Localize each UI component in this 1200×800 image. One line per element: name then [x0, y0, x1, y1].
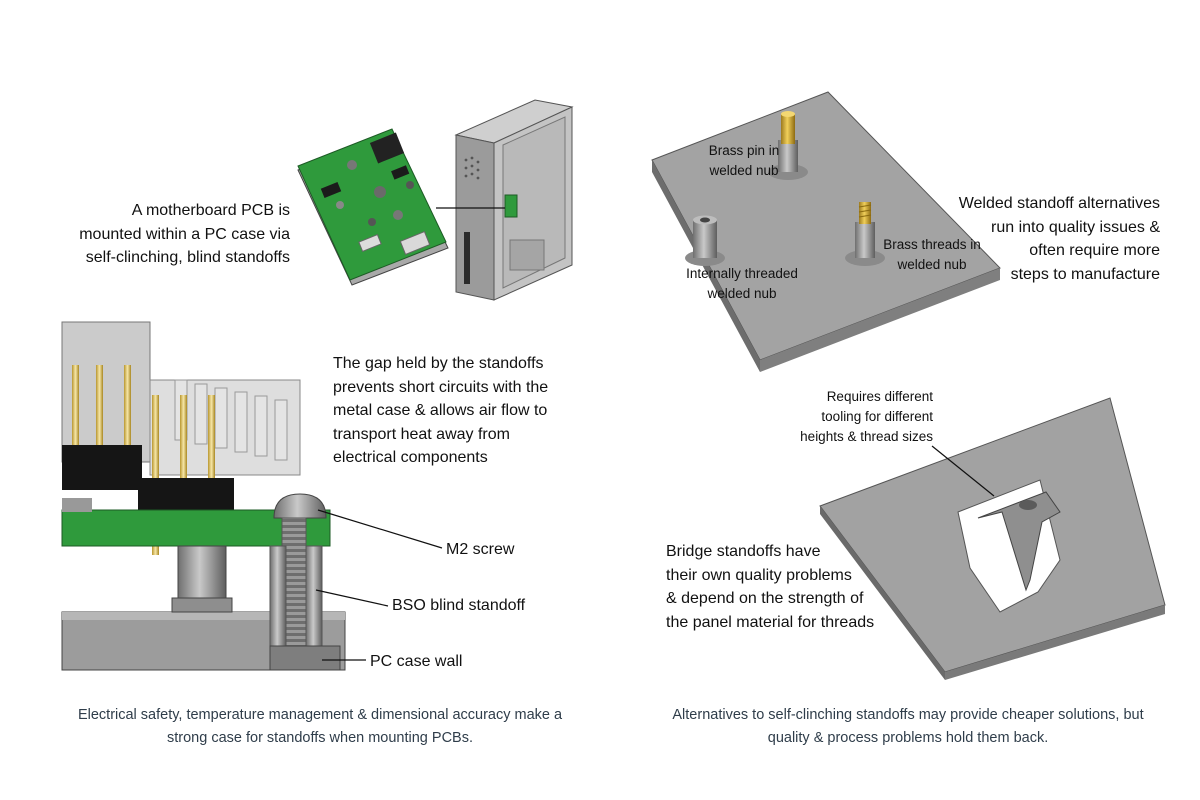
text-line: Bridge standoffs have — [666, 543, 821, 560]
text-line: Brass pin in — [708, 143, 780, 158]
bso-blind-standoff-label: BSO blind standoff — [392, 597, 526, 614]
standoff-gap-label: The gap held by the standoffs prevents s… — [333, 352, 573, 470]
text-line: welded nub — [897, 257, 967, 272]
pc-case-wall-label: PC case wall — [370, 653, 463, 670]
text-line: transport heat away from — [333, 425, 510, 443]
text-line: often require more — [1029, 242, 1160, 259]
text-line: prevents short circuits with the — [333, 378, 549, 396]
text-line: Welded standoff alternatives — [958, 195, 1160, 212]
welded-standoff-note: Welded standoff alternatives run into qu… — [935, 192, 1160, 286]
text-line: mounted within a PC case via — [79, 225, 290, 243]
pc-case-drawing — [436, 99, 574, 301]
pcb-mounting-label: A motherboard PCB is mounted within a PC… — [60, 199, 290, 270]
internally-threaded-nub-label: Internally threaded welded nub — [672, 264, 812, 304]
tooling-requirements-note: Requires different tooling for different… — [790, 387, 933, 447]
text-line: self-clinching, blind standoffs — [85, 249, 290, 266]
text-line: heights & thread sizes — [800, 429, 933, 444]
text-line: Requires different — [826, 389, 933, 404]
text-line: electrical components — [333, 449, 488, 466]
text-line: steps to manufacture — [1010, 265, 1160, 283]
brass-threads-label: Brass threads in welded nub — [876, 235, 988, 275]
text-line: Brass threads in — [883, 237, 981, 252]
motherboard-pcb-drawing — [297, 128, 449, 286]
text-line: Electrical safety, temperature managemen… — [77, 707, 563, 723]
text-line: The gap held by the standoffs — [333, 355, 544, 372]
text-line: Alternatives to self-clinching standoffs… — [672, 707, 1144, 723]
text-line: Internally threaded — [686, 266, 798, 281]
text-line: welded nub — [709, 163, 779, 178]
text-line: & depend on the strength of — [666, 590, 864, 607]
bridge-standoff-panel-drawing — [819, 397, 1166, 680]
text-line: their own quality problems — [666, 566, 852, 584]
pcb-cross-section-drawing — [61, 321, 443, 671]
welded-nub-panel-drawing — [651, 91, 1001, 372]
text-line: the panel material for threads — [666, 613, 875, 631]
text-line: metal case & allows air flow to — [333, 402, 548, 419]
brass-pin-label: Brass pin in welded nub — [684, 141, 804, 181]
text-line: welded nub — [707, 286, 777, 301]
text-line: strong case for standoffs when mounting … — [166, 730, 473, 746]
m2-screw-label: M2 screw — [446, 541, 515, 558]
bridge-standoff-note: Bridge standoffs have their own quality … — [666, 540, 896, 634]
left-figure-caption: Electrical safety, temperature managemen… — [60, 704, 580, 750]
text-line: quality & process problems hold them bac… — [767, 730, 1049, 746]
text-line: tooling for different — [821, 409, 933, 424]
text-line: A motherboard PCB is — [131, 202, 290, 219]
right-figure-caption: Alternatives to self-clinching standoffs… — [652, 704, 1164, 750]
text-line: run into quality issues & — [991, 218, 1160, 236]
